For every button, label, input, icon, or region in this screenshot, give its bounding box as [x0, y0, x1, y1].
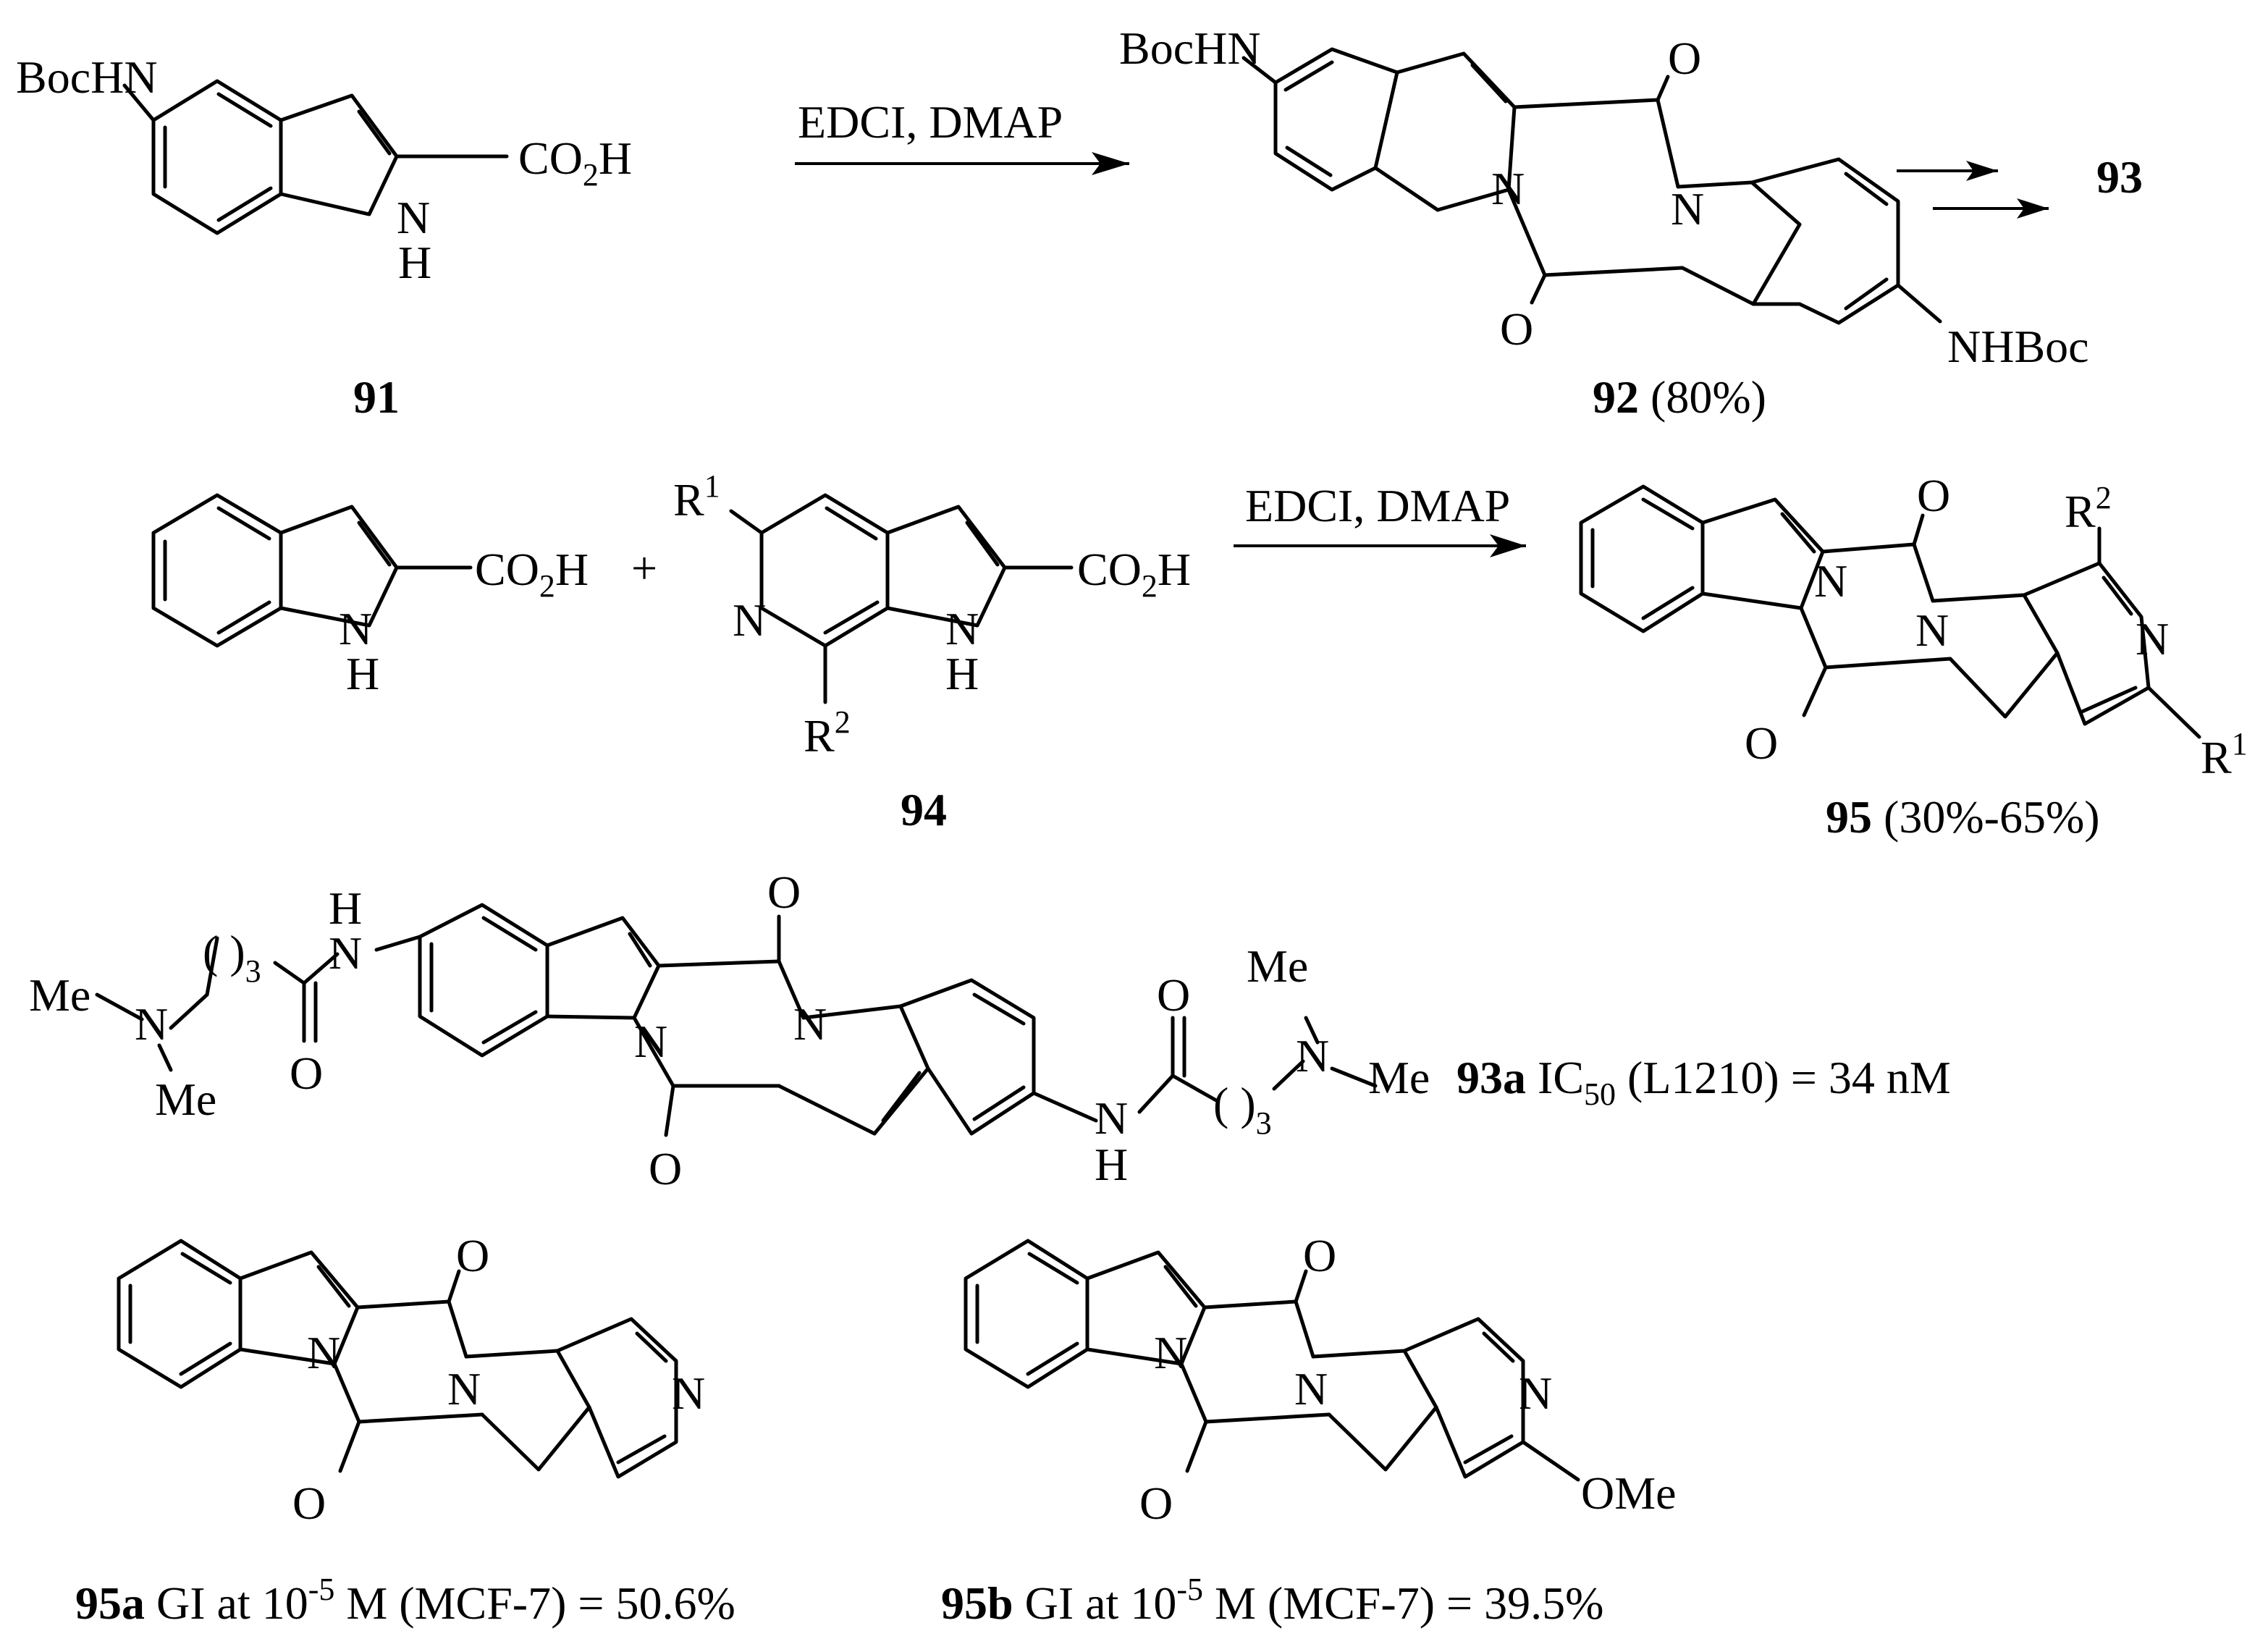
r2-label-94: R2	[804, 704, 851, 762]
pyridine-n-label-94: N	[733, 594, 766, 646]
ome-label-95b: OMe	[1581, 1467, 1677, 1519]
o-bottom-label-95a: O	[292, 1478, 326, 1529]
compound-91-structure: BocHN CO2H N H	[16, 51, 632, 288]
o-bottom-label-92: O	[1500, 303, 1533, 355]
amide-o-label-left: O	[290, 1047, 323, 1099]
bochn-label: BocHN	[16, 51, 158, 103]
plus-sign: +	[631, 542, 657, 594]
compound-95b-structure: N N O O N OMe	[964, 1230, 1677, 1529]
me-label-4: Me	[1368, 1052, 1430, 1103]
indole-2-carboxylic-acid-structure: CO2H N H	[151, 493, 589, 699]
compound-95a-structure: N N O O N	[117, 1230, 705, 1529]
activity-95b: 95b GI at 10-5 M (MCF-7) = 39.5%	[941, 1572, 1603, 1629]
reagents-1: EDCI, DMAP	[798, 96, 1063, 148]
o-bottom-label-95b: O	[1139, 1478, 1173, 1529]
n-left-label-95a: N	[307, 1327, 340, 1378]
n-right-label-95a: N	[447, 1363, 481, 1415]
n-left-label-95b: N	[1154, 1327, 1187, 1378]
nhboc-label-92: NHBoc	[1947, 321, 2089, 372]
compound-93a-structure: Me N Me ( )3 H N O N N O O N H O ( )3 Me…	[29, 867, 1430, 1194]
amide-n-label-right: N	[1095, 1092, 1128, 1144]
activity-93a: 93a IC50 (L1210) = 34 nM	[1457, 1052, 1951, 1112]
o-top-label-92: O	[1668, 33, 1701, 84]
o-bottom-label-93a: O	[649, 1143, 682, 1194]
amide-n-label-left: N	[329, 927, 362, 979]
compound-label-92: 92 (80%)	[1593, 371, 1766, 423]
nh-n-label: N	[397, 192, 430, 243]
r1-label-95: R1	[2201, 726, 2248, 783]
compound-94-structure: R1 N R2 CO2H N H	[673, 468, 1191, 762]
me-label-3: Me	[1247, 940, 1308, 992]
activity-95a: 95a GI at 10-5 M (MCF-7) = 50.6%	[75, 1572, 735, 1629]
co2h-label: CO2H	[518, 132, 632, 193]
amide-h-label-left: H	[329, 882, 362, 934]
bochn-label-92: BocHN	[1119, 22, 1261, 74]
o-top-label-95b: O	[1303, 1230, 1336, 1281]
chain-left: ( )3	[203, 926, 261, 989]
me-label-1: Me	[29, 969, 90, 1021]
compound-label-95: 95 (30%-65%)	[1826, 791, 2100, 843]
chain-right: ( )3	[1213, 1078, 1272, 1141]
compound-label-94: 94	[901, 784, 947, 835]
amide-h-label-right: H	[1095, 1139, 1128, 1190]
co2h-label-2: CO2H	[475, 544, 589, 604]
amine-n-label-right: N	[1296, 1030, 1329, 1082]
compound-92-structure: BocHN O O N N NHBoc	[1119, 22, 2089, 372]
r2-label-95: R2	[2065, 480, 2112, 537]
o-bottom-label-95: O	[1745, 717, 1778, 769]
n-right-label-95: N	[1915, 604, 1949, 656]
o-top-label-93a: O	[767, 867, 801, 918]
amide-o-label-right: O	[1157, 969, 1190, 1021]
pyridine-n-label-95: N	[2136, 613, 2169, 665]
compound-95-structure: N N O O N R2 R1	[1579, 470, 2248, 783]
nh-n-label-94: N	[945, 603, 979, 654]
nh-h-label-94: H	[945, 648, 979, 699]
n-right-label-93a: N	[793, 998, 827, 1050]
nh-n-label-2: N	[339, 603, 372, 654]
n-left-label-93a: N	[634, 1016, 667, 1067]
compound-label-91: 91	[353, 371, 400, 423]
reaction-arrow-1	[795, 152, 1129, 175]
compound-label-93: 93	[2096, 151, 2143, 203]
amine-n-label-left: N	[135, 998, 168, 1050]
n-left-label-92: N	[1491, 163, 1525, 214]
n-right-label-92: N	[1671, 183, 1704, 235]
reagents-2: EDCI, DMAP	[1245, 480, 1510, 531]
reaction-arrow-2	[1234, 534, 1526, 557]
o-top-label-95a: O	[456, 1230, 489, 1281]
pyridine-n-label-95b: N	[1519, 1367, 1552, 1419]
n-right-label-95b: N	[1294, 1363, 1328, 1415]
pyridine-n-label-95a: N	[672, 1367, 705, 1419]
nh-h-label: H	[398, 237, 431, 288]
nh-h-label-2: H	[346, 648, 379, 699]
o-top-label-95: O	[1917, 470, 1950, 521]
r1-label-94: R1	[673, 468, 720, 526]
multistep-arrow	[1897, 161, 2049, 219]
n-left-label-95: N	[1814, 555, 1847, 607]
co2h-label-94: CO2H	[1077, 544, 1191, 604]
me-label-2: Me	[155, 1074, 216, 1125]
